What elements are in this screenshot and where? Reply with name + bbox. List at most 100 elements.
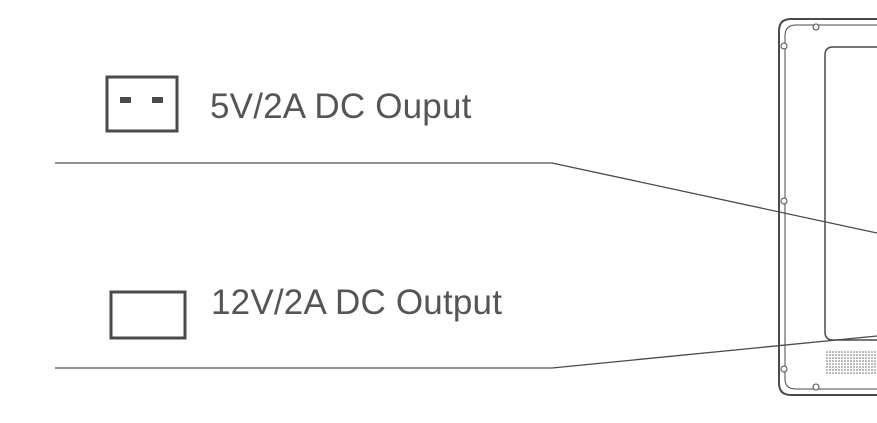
grille-dot xyxy=(856,354,858,356)
screw-hole-icon xyxy=(780,197,788,205)
grille-dot xyxy=(832,366,834,368)
grille-dot xyxy=(868,360,870,362)
grille-dot xyxy=(841,366,843,368)
grille-dot xyxy=(862,366,864,368)
speaker-grille-icon xyxy=(826,351,876,374)
grille-dot xyxy=(841,351,843,353)
grille-dot xyxy=(835,354,837,356)
grille-dot xyxy=(850,363,852,365)
grille-dot xyxy=(865,369,867,371)
grille-dot xyxy=(850,351,852,353)
leader-line-5v xyxy=(55,162,877,234)
grille-dot xyxy=(832,360,834,362)
grille-dot xyxy=(841,360,843,362)
grille-dot xyxy=(829,360,831,362)
grille-dot xyxy=(832,372,834,374)
grille-dot xyxy=(832,357,834,359)
grille-dot xyxy=(859,354,861,356)
grille-dot xyxy=(835,366,837,368)
grille-dot xyxy=(874,369,876,371)
grille-dot xyxy=(838,351,840,353)
grille-dot xyxy=(859,363,861,365)
grille-dot xyxy=(853,354,855,356)
grille-dot xyxy=(847,357,849,359)
port-label-5v: 5V/2A DC Ouput xyxy=(210,87,472,126)
grille-dot xyxy=(847,372,849,374)
grille-dot xyxy=(826,360,828,362)
grille-dot xyxy=(853,351,855,353)
grille-dot xyxy=(871,354,873,356)
grille-dot xyxy=(844,372,846,374)
grille-dot xyxy=(838,363,840,365)
grille-dot xyxy=(835,372,837,374)
grille-dot xyxy=(844,354,846,356)
grille-dot xyxy=(871,369,873,371)
grille-dot xyxy=(859,372,861,374)
grille-dot xyxy=(862,372,864,374)
grille-dot xyxy=(853,366,855,368)
grille-dot xyxy=(868,369,870,371)
grille-dot xyxy=(841,372,843,374)
grille-dot xyxy=(874,351,876,353)
grille-dot xyxy=(862,363,864,365)
grille-dot xyxy=(838,360,840,362)
grille-dot xyxy=(829,363,831,365)
grille-dot xyxy=(874,363,876,365)
grille-dot xyxy=(832,351,834,353)
grille-dot xyxy=(862,357,864,359)
grille-dot xyxy=(838,354,840,356)
screw-hole-icon xyxy=(812,383,820,391)
port-label-12v: 12V/2A DC Output xyxy=(211,283,503,322)
grille-dot xyxy=(844,351,846,353)
grille-dot xyxy=(835,360,837,362)
grille-dot xyxy=(865,363,867,365)
grille-dot xyxy=(826,372,828,374)
grille-dot xyxy=(859,360,861,362)
grille-dot xyxy=(868,357,870,359)
grille-dot xyxy=(829,366,831,368)
grille-dot xyxy=(868,366,870,368)
grille-dot xyxy=(835,369,837,371)
grille-dot xyxy=(829,372,831,374)
grille-dot xyxy=(841,363,843,365)
grille-dot xyxy=(856,369,858,371)
grille-dot xyxy=(874,372,876,374)
grille-dot xyxy=(850,372,852,374)
grille-dot xyxy=(856,357,858,359)
grille-dot xyxy=(847,363,849,365)
grille-dot xyxy=(853,357,855,359)
grille-dot xyxy=(832,363,834,365)
grille-dot xyxy=(841,354,843,356)
grille-dot xyxy=(865,357,867,359)
grille-dot xyxy=(853,360,855,362)
grille-dot xyxy=(829,354,831,356)
display-device-icon xyxy=(778,18,877,396)
grille-dot xyxy=(865,360,867,362)
grille-dot xyxy=(826,357,828,359)
grille-dot xyxy=(859,351,861,353)
grille-dot xyxy=(829,357,831,359)
grille-dot xyxy=(844,366,846,368)
grille-dot xyxy=(862,354,864,356)
grille-dot xyxy=(850,369,852,371)
grille-dot xyxy=(835,357,837,359)
grille-dot xyxy=(838,369,840,371)
grille-dot xyxy=(841,357,843,359)
grille-dot xyxy=(859,357,861,359)
grille-dot xyxy=(838,372,840,374)
grille-dot xyxy=(844,363,846,365)
grille-dot xyxy=(829,351,831,353)
grille-dot xyxy=(856,363,858,365)
grille-dot xyxy=(847,360,849,362)
grille-dot xyxy=(865,366,867,368)
grille-dot xyxy=(826,354,828,356)
grille-dot xyxy=(844,360,846,362)
grille-dot xyxy=(856,372,858,374)
grille-dot xyxy=(835,351,837,353)
grille-dot xyxy=(826,366,828,368)
grille-dot xyxy=(826,351,828,353)
grille-dot xyxy=(856,360,858,362)
grille-dot xyxy=(871,363,873,365)
grille-dot xyxy=(832,369,834,371)
grille-dot xyxy=(862,360,864,362)
